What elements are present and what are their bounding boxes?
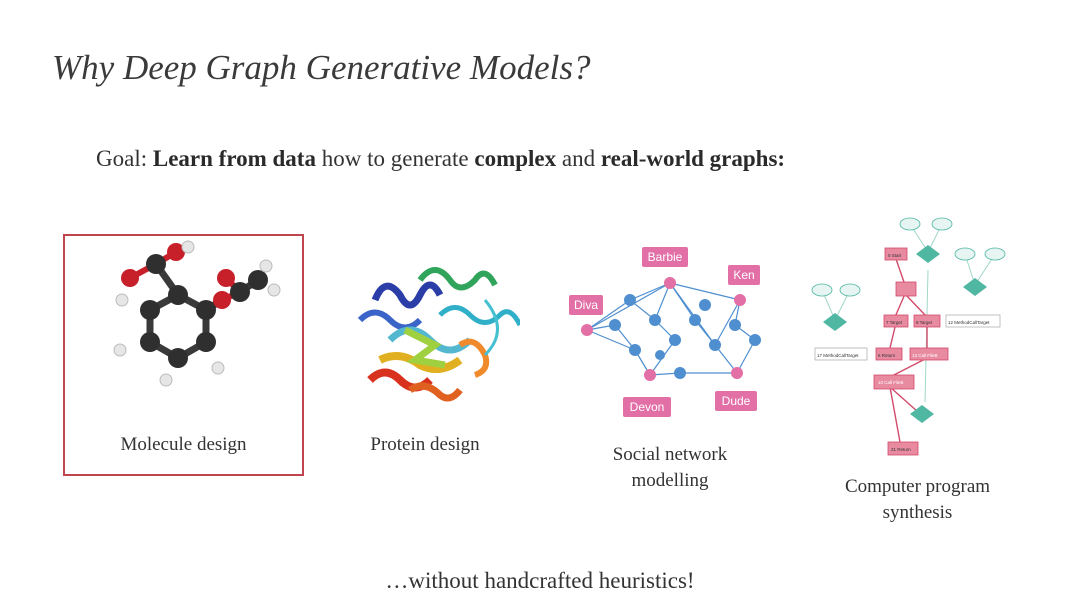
social-network-graph: Barbie Ken Diva Devon Dude: [569, 247, 761, 417]
social-label-barbie: Barbie: [648, 250, 683, 264]
caption-social-network: Social network modelling: [575, 442, 765, 494]
goal-mid-2: and: [556, 146, 601, 171]
molecule-illustration: [113, 240, 281, 387]
caption-program-line1: Computer program: [844, 476, 991, 497]
goal-complex: complex: [474, 146, 557, 171]
program-node-6: 6 Return: [878, 353, 896, 358]
program-node-10: 10 Call FileB: [878, 380, 904, 385]
social-label-ken: Ken: [733, 268, 754, 282]
program-node-12: 12 MethodCallTarget: [948, 320, 990, 325]
caption-social-line2: modelling: [631, 470, 709, 491]
program-node-7: 7 Target: [886, 320, 903, 325]
goal-real-world-graphs: real-world graphs:: [600, 146, 786, 171]
slide-title: Why Deep Graph Generative Models?: [52, 48, 591, 87]
program-node-8: 8 Target: [916, 320, 933, 325]
caption-protein-design: Protein design: [370, 434, 480, 455]
social-label-devon: Devon: [630, 400, 665, 414]
program-node-21: 21 Return: [891, 447, 911, 452]
social-label-diva: Diva: [574, 298, 598, 312]
program-node-13: 13 Call FileB: [912, 353, 938, 358]
goal-prefix: Goal:: [96, 146, 153, 171]
program-graph: 0 Start 7 Target 8 Target 12 MethodCallT…: [811, 217, 1006, 456]
program-node-0: 0 Start: [888, 253, 902, 258]
program-node-17: 17 MethodCallTarget: [817, 353, 859, 358]
molecule-highlight-box: [63, 234, 304, 476]
goal-learn-from-data: Learn from data: [152, 146, 316, 171]
caption-molecule-design: Molecule design: [120, 434, 247, 455]
caption-program-line2: synthesis: [882, 502, 953, 523]
protein-illustration: [357, 267, 520, 402]
goal-statement: Goal: Learn from data how to generate co…: [96, 146, 785, 172]
caption-social-line1: Social network: [612, 444, 728, 465]
social-label-dude: Dude: [722, 394, 751, 408]
caption-program-synthesis: Computer program synthesis: [815, 474, 1020, 526]
footer-note: …without handcrafted heuristics!: [385, 568, 695, 593]
goal-mid-1: how to generate: [315, 146, 475, 171]
